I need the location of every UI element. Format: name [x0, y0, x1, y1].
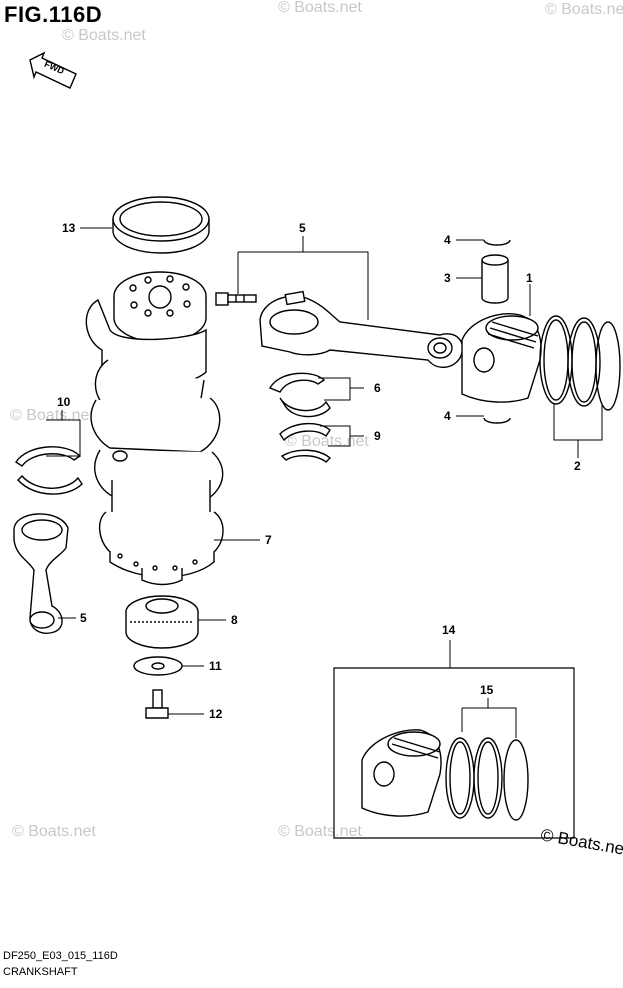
oil-seal [112, 196, 210, 254]
callout-12: 12 [209, 707, 223, 721]
crankshaft [85, 271, 224, 586]
watermark: © Boats.net [12, 823, 96, 840]
connecting-rod [259, 290, 464, 368]
crank-bolt [145, 689, 169, 719]
piston-rings [539, 315, 621, 411]
callout-3: 3 [444, 271, 451, 285]
callout-1: 1 [526, 271, 533, 285]
fwd-arrow-icon: FWD [29, 51, 77, 89]
piston-pin [481, 254, 509, 304]
rod-bolt [215, 292, 257, 306]
thrust-washers [279, 423, 332, 463]
figure-title: FIG.116D [4, 2, 103, 27]
figure-code: DF250_E03_015_116D [3, 950, 118, 962]
callout-11: 11 [209, 659, 222, 673]
washer [133, 656, 183, 676]
callout-4: 4 [444, 233, 451, 247]
callout-8: 10 [57, 395, 71, 409]
timing-gear [125, 595, 199, 649]
watermark: © Boats.net [278, 0, 362, 16]
callout-5: 5 [299, 221, 306, 235]
leader-lines [46, 227, 603, 738]
callout-10: 8 [231, 613, 238, 627]
figure-name: CRANKSHAFT [3, 966, 78, 978]
kit-rings [445, 737, 529, 821]
piston-pin-clips [483, 239, 511, 424]
callout-15: 15 [480, 683, 494, 697]
watermark: © Boats.net [545, 1, 623, 18]
watermark: © Boats.net [62, 27, 146, 44]
rod-bearing [15, 446, 83, 495]
callout-9: 9 [374, 429, 381, 443]
callout-13: 13 [62, 221, 76, 235]
callout-labels: 13 5 4 3 1 6 10 4 9 2 7 5 8 14 11 15 12 [57, 221, 581, 721]
watermark: © Boats.net [10, 407, 94, 424]
kit-piston [361, 729, 442, 817]
callout-14: 14 [442, 623, 456, 637]
connecting-rod-left [13, 513, 69, 634]
piston [461, 313, 542, 403]
callout-5: 5 [80, 611, 87, 625]
piston-kit-box [333, 667, 575, 839]
crank-bearings [269, 372, 331, 418]
watermark: © Boats.net [278, 823, 362, 840]
callout-7: 7 [265, 533, 272, 547]
copyright-notice: © Boats.net [539, 825, 623, 859]
callout-2: 2 [574, 459, 581, 473]
callout-6: 6 [374, 381, 381, 395]
callout-4: 4 [444, 409, 451, 423]
